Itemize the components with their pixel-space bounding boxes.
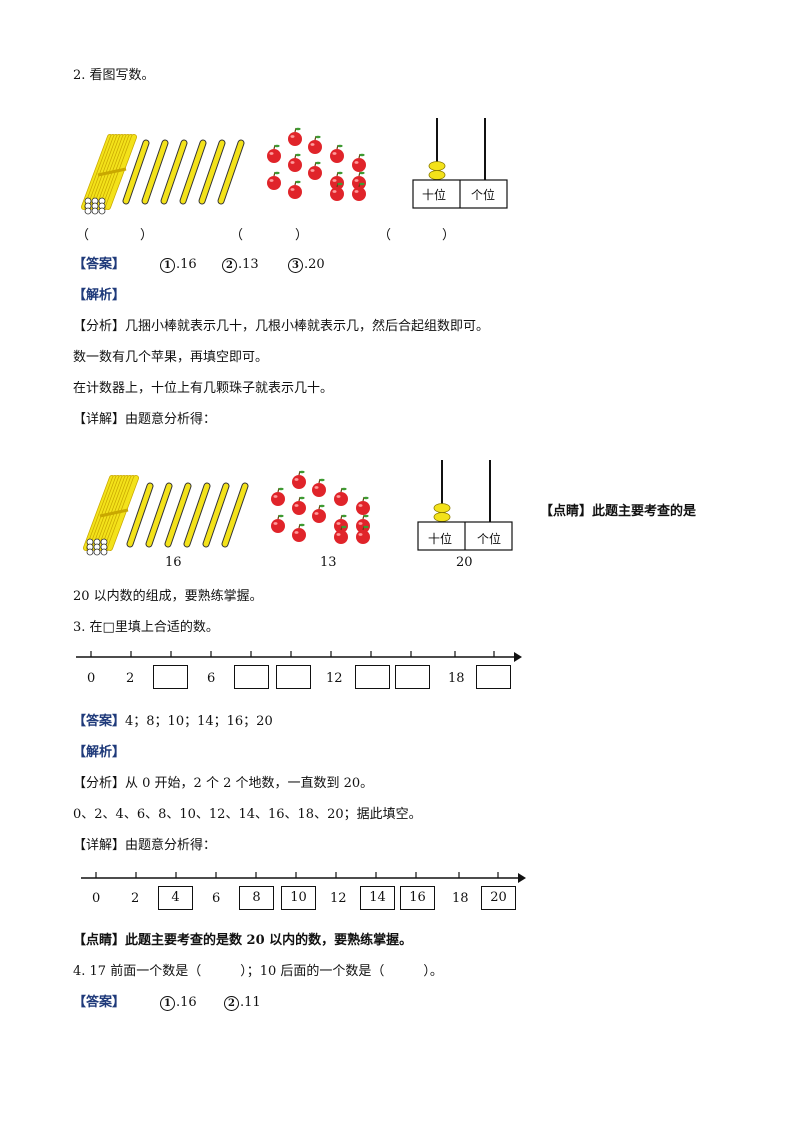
- q2-answer-1: 1.16: [160, 257, 197, 273]
- q4-answer-row: 【答案】: [73, 995, 126, 1010]
- q2-detail-svg: [83, 460, 513, 556]
- nl-label: 12: [330, 891, 347, 906]
- empty-box[interactable]: [153, 665, 188, 689]
- nl-label: 6: [212, 891, 221, 906]
- answer-box: 16: [400, 886, 435, 910]
- answer-box: 8: [239, 886, 274, 910]
- blank-close-2: ）: [295, 228, 309, 243]
- loose-sticks-icon: [122, 139, 245, 205]
- abacus-ones-label: 个位: [477, 532, 502, 546]
- q3-analysis-line: 0、2、4、6、8、10、12、14、16、18、20；据此填空。: [73, 807, 422, 822]
- nl-label: 0: [92, 891, 101, 906]
- apples-icon: [267, 127, 366, 201]
- answer-box: 4: [158, 886, 193, 910]
- q3-analysis-line: 【分析】从 0 开始，2 个 2 个地数，一直数到 20。: [73, 776, 374, 791]
- abacus-icon: [417, 460, 513, 551]
- blank-close-3: ）: [442, 228, 456, 243]
- blank-close-1: ）: [140, 228, 154, 243]
- answer-box: 20: [481, 886, 516, 910]
- detail-value: 20: [456, 555, 473, 570]
- q3-number-line-solution: 0 2 4 6 8 10 12 14 16 18 20: [81, 872, 526, 910]
- empty-box[interactable]: [355, 665, 390, 689]
- q2-analysis-line: 在计数器上，十位上有几颗珠子就表示几十。: [73, 381, 334, 396]
- q2-detail-figure: 十位 个位: [83, 460, 513, 556]
- q2-problem-svg: [81, 118, 508, 215]
- answer-box: 14: [360, 886, 395, 910]
- answer-tag: 【答案】: [73, 257, 126, 272]
- detail-value: 16: [165, 555, 182, 570]
- stick-bundle-icon: [83, 475, 139, 556]
- answer-box: 10: [281, 886, 316, 910]
- stick-bundle-icon: [81, 134, 137, 215]
- analysis-tag: 【解析】: [73, 745, 126, 760]
- q3-dianjing: 【点睛】此题主要考查的是数 20 以内的数，要熟练掌握。: [73, 933, 413, 948]
- nl-label: 2: [131, 891, 140, 906]
- empty-box[interactable]: [395, 665, 430, 689]
- q2-analysis-line: 数一数有几个苹果，再填空即可。: [73, 350, 269, 365]
- nl-label: 12: [326, 671, 343, 686]
- q3-number-line-problem: 0 2 6 12 18: [76, 651, 522, 689]
- q2-dianjing-end: 20 以内数的组成，要熟练掌握。: [73, 589, 263, 604]
- abacus-tens-label: 十位: [422, 188, 447, 202]
- q4-answer-2: 2.11: [224, 995, 261, 1011]
- apples-icon: [271, 470, 370, 544]
- nl-label: 2: [126, 671, 135, 686]
- loose-sticks-icon: [126, 482, 249, 548]
- q3-detail-line: 【详解】由题意分析得：: [73, 838, 217, 853]
- q2-detail-line: 【详解】由题意分析得：: [73, 412, 217, 427]
- empty-box[interactable]: [276, 665, 311, 689]
- empty-box[interactable]: [476, 665, 511, 689]
- nl-label: 18: [448, 671, 465, 686]
- detail-value: 13: [320, 555, 337, 570]
- empty-box[interactable]: [234, 665, 269, 689]
- blank-open-3: （: [378, 228, 392, 243]
- q2-title: 2. 看图写数。: [73, 68, 155, 83]
- abacus-ones-label: 个位: [471, 188, 496, 202]
- blank-open-2: （: [230, 228, 244, 243]
- blank-open-1: （: [76, 228, 90, 243]
- number-line-svg: [76, 651, 522, 662]
- q2-answer-3: 3.20: [288, 257, 325, 273]
- analysis-tag: 【解析】: [73, 288, 126, 303]
- q2-answer-row: 【答案】: [73, 257, 125, 273]
- q2-dianjing-start: 【点睛】此题主要考查的是: [540, 504, 697, 519]
- q4-title: 4. 17 前面一个数是（ ）；10 后面的一个数是（ ）。: [73, 964, 443, 979]
- q2-problem-figure: 十位 个位: [0, 0, 794, 260]
- abacus-icon: [412, 118, 508, 209]
- q3-title: 3. 在□里填上合适的数。: [73, 620, 219, 635]
- number-line-svg: [81, 872, 526, 883]
- nl-label: 18: [452, 891, 469, 906]
- q4-answer-1: 1.16: [160, 995, 197, 1011]
- nl-label: 0: [87, 671, 96, 686]
- q2-analysis-line: 【分析】几捆小棒就表示几十，几根小棒就表示几，然后合起组数即可。: [73, 319, 490, 334]
- q2-answer-2: 2.13: [222, 257, 259, 273]
- nl-label: 6: [207, 671, 216, 686]
- abacus-tens-label: 十位: [428, 532, 453, 546]
- q3-answer-row: 【答案】4；8；10；14；16；20: [73, 714, 273, 729]
